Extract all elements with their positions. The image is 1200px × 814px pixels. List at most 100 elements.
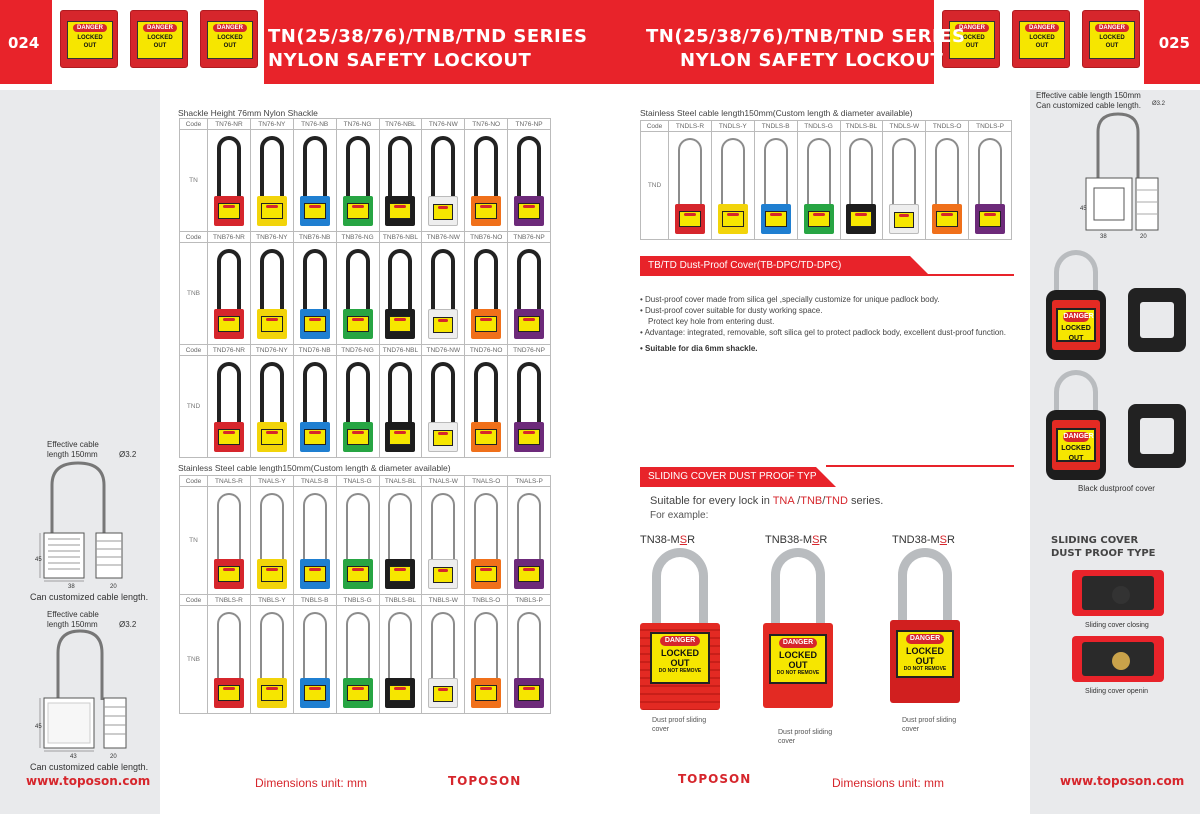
cable-lock-drawing [39, 629, 127, 752]
lock-image-cell [292, 605, 337, 714]
padlock-image [512, 361, 546, 452]
product-code: TNDLS-O [925, 120, 970, 132]
lock-image-cell [421, 605, 466, 714]
lock-image-cell [378, 242, 423, 345]
brand-logo: TOPOSON [448, 774, 522, 788]
text: / [822, 495, 826, 507]
feature-item: • Advantage: integrated, removable, soft… [640, 328, 1006, 337]
series-tna: TNA [772, 495, 795, 507]
padlock-image [426, 611, 460, 708]
lock-image-cell [378, 129, 423, 232]
product-code: TNB76-NBL [378, 231, 423, 243]
dimensions-note: Dimensions unit: mm [255, 776, 368, 790]
product-code: TNBLS-O [464, 594, 509, 606]
product-code: TNALS-P [507, 475, 551, 487]
padlock-image [383, 248, 417, 339]
text: Suitable for every lock in [650, 495, 773, 507]
sliding-cover-open-photo [1072, 636, 1164, 682]
website-link[interactable]: www.toposon.com [26, 774, 151, 788]
left-side-panel [0, 90, 160, 814]
lock-image-cell [421, 242, 466, 345]
sliding-cover-section-header: SLIDING COVER DUST PROOF TYPE [640, 467, 836, 487]
lock-image-cell [839, 131, 884, 240]
table-caption: Stainless Steel cable length150mm(Custom… [640, 108, 913, 118]
lock-image-cell [249, 242, 294, 345]
product-code: TNB76-NO [464, 231, 509, 243]
page-number: 024 [8, 34, 40, 52]
series-label: TNB [179, 242, 208, 345]
series-title: TN(25/38/76)/TNB/TND SERIES [268, 26, 588, 47]
black-dust-cover [1128, 288, 1186, 352]
lock-image-cell [464, 129, 509, 232]
product-code: TND76-NY [249, 344, 294, 356]
cable-length-note: Effective cable length 150mm [47, 440, 99, 459]
product-code: TNALS-B [292, 475, 337, 487]
padlock-image [930, 137, 964, 234]
padlock-image [759, 137, 793, 234]
black-cover-caption: Black dustproof cover [1078, 484, 1155, 493]
feature-item-bold: • Suitable for dia 6mm shackle. [640, 344, 758, 353]
product-code: TNDLS-P [968, 120, 1012, 132]
lock-image-cell [249, 486, 294, 595]
lock-image-cell [292, 355, 337, 458]
padlock-image [341, 248, 375, 339]
dim-width: 38 [1100, 234, 1107, 240]
table-caption: Shackle Height 76mm Nylon Shackle [178, 108, 318, 118]
cable-length-note: Effective cable length 150mm [47, 610, 99, 629]
model-label-tnd: TND38-MSR [892, 534, 955, 546]
dust-cover-caption: Dust proof sliding cover [652, 717, 707, 733]
padlock-image [341, 611, 375, 708]
table-caption: Stainless Steel cable length150mm(Custom… [178, 463, 451, 473]
padlock-image [844, 137, 878, 234]
lock-image-cell [292, 242, 337, 345]
dimensions-note: Dimensions unit: mm [832, 776, 945, 790]
series-label: TN [179, 486, 208, 595]
lock-image-cell [925, 131, 970, 240]
lock-image-cell [249, 605, 294, 714]
product-code: TNB76-NR [207, 231, 251, 243]
lock-image-cell [421, 355, 466, 458]
feature-item: • Dust-proof cover suitable for dusty wo… [640, 306, 823, 315]
series-tnd: TND [825, 495, 848, 507]
product-code: TNB76-NP [507, 231, 551, 243]
black-dust-cover [1128, 404, 1186, 468]
diameter-note: Ø3.2 [119, 450, 137, 459]
website-link[interactable]: www.toposon.com [1060, 774, 1185, 788]
padlock-image [255, 611, 289, 708]
lock-image-cell [968, 131, 1012, 240]
padlock-image [802, 137, 836, 234]
padlock-image [469, 492, 503, 589]
product-code: TND76-NO [464, 344, 509, 356]
lock-image-cell [207, 486, 251, 595]
series-label: TN [179, 129, 208, 232]
padlock-image [426, 135, 460, 226]
padlock-image [255, 492, 289, 589]
lock-image-cell [796, 131, 841, 240]
lock-image-cell [335, 486, 380, 595]
lock-image-cell [464, 355, 509, 458]
dust-cover-caption: Dust proof sliding cover [902, 717, 957, 733]
closing-caption: Sliding cover closing [1085, 622, 1149, 629]
code-header: Code [640, 120, 669, 132]
series-subtitle: NYLON SAFETY LOCKOUT [268, 50, 532, 71]
product-code: TNALS-BL [378, 475, 423, 487]
for-example-text: For example: [650, 510, 709, 521]
padlock-image [212, 361, 246, 452]
padlock-image [212, 492, 246, 589]
lock-image-cell [207, 355, 251, 458]
product-code: TNB76-NW [421, 231, 466, 243]
product-code: TNBLS-R [207, 594, 251, 606]
product-code: TND76-NR [207, 344, 251, 356]
sliding-cover-title: SLIDING COVER DUST PROOF TYPE [1051, 535, 1156, 559]
code-header: Code [179, 344, 208, 356]
padlock-image [426, 248, 460, 339]
lock-image-cell [378, 486, 423, 595]
product-code: TNB76-NB [292, 231, 337, 243]
lock-image-cell [378, 605, 423, 714]
product-code: TN76-NR [207, 118, 251, 130]
suitable-series-text: Suitable for every lock in TNA /TNB/TND … [650, 495, 883, 507]
